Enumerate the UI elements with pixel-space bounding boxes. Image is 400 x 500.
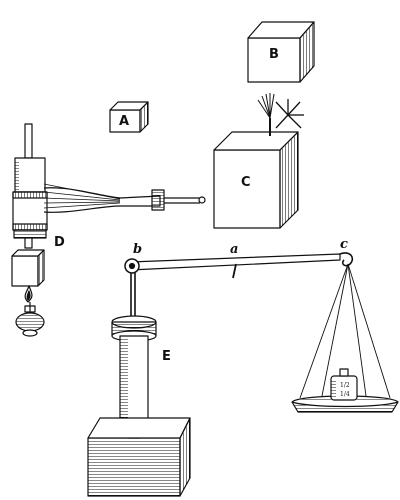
label-small-c: c xyxy=(340,237,348,252)
windmill-icon xyxy=(275,99,304,129)
label-e: E xyxy=(162,349,171,364)
apparatus-e xyxy=(87,273,191,497)
base-block xyxy=(87,417,191,497)
weight-icon xyxy=(330,368,358,401)
balance-beam xyxy=(124,252,354,279)
weight-label-top: 1/2 xyxy=(340,382,350,389)
label-a: A xyxy=(119,114,129,129)
glass-tube xyxy=(43,183,206,213)
radiating-lines xyxy=(257,93,275,119)
cube-b xyxy=(247,21,315,83)
label-small-b: b xyxy=(133,242,142,257)
weight-label-bottom: 1/4 xyxy=(340,391,350,398)
cube-c xyxy=(213,93,304,229)
label-d: D xyxy=(54,235,65,250)
flame-icon xyxy=(24,285,33,303)
apparatus-d xyxy=(11,123,48,337)
cube-a xyxy=(109,101,149,133)
lamp-icon xyxy=(15,302,45,337)
label-c: C xyxy=(241,175,251,190)
label-b: B xyxy=(269,47,279,62)
label-small-a: a xyxy=(230,242,238,257)
heating-block xyxy=(11,249,45,287)
balance-pan xyxy=(291,263,399,413)
